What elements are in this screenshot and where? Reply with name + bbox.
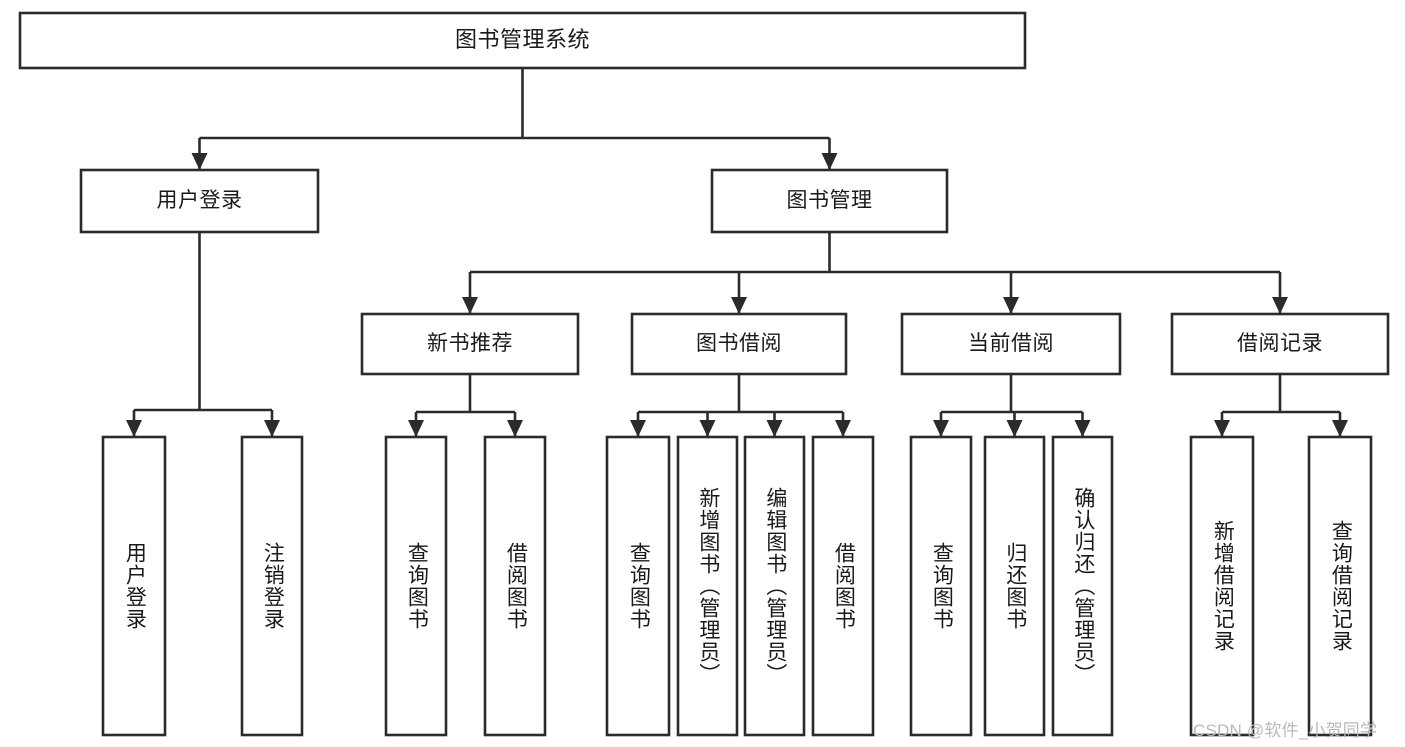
arrow-head-icon: [264, 420, 280, 437]
node-box-book-borrow[interactable]: [630, 312, 848, 376]
arrow-head-icon: [630, 420, 646, 437]
node-box-current-borrow[interactable]: [900, 312, 1122, 376]
node-box-book-manage[interactable]: [710, 168, 949, 234]
watermark-text: CSDN @软件_小贺同学: [1193, 721, 1378, 740]
arrow-head-icon: [507, 420, 523, 437]
connector-layer: [126, 68, 1348, 437]
node-box-leaf-return-book[interactable]: [983, 435, 1046, 737]
node-box-leaf-borrow-book-1[interactable]: [483, 435, 547, 737]
arrow-head-icon: [1332, 420, 1348, 437]
arrow-head-icon: [835, 420, 851, 437]
arrow-head-icon: [126, 420, 142, 437]
arrow-head-icon: [699, 420, 716, 437]
node-box-leaf-confirm-return[interactable]: [1051, 435, 1114, 737]
node-box-layer: [18, 11, 1390, 737]
arrow-head-icon: [191, 153, 208, 170]
node-box-leaf-borrow-book-2[interactable]: [811, 435, 875, 737]
arrow-head-icon: [1074, 420, 1091, 437]
node-box-leaf-query-book-2[interactable]: [605, 435, 671, 737]
arrow-head-icon: [1214, 420, 1230, 437]
arrow-head-icon: [462, 297, 478, 314]
node-box-leaf-query-record[interactable]: [1307, 435, 1373, 737]
node-box-leaf-add-record[interactable]: [1189, 435, 1255, 737]
node-box-borrow-record[interactable]: [1170, 312, 1390, 376]
arrow-head-icon: [821, 153, 838, 170]
node-box-leaf-query-book-3[interactable]: [909, 435, 973, 737]
node-box-leaf-add-book[interactable]: [676, 435, 739, 737]
node-box-leaf-user-logout[interactable]: [240, 435, 304, 737]
node-box-new-book-rec[interactable]: [360, 312, 580, 376]
node-box-leaf-query-book-1[interactable]: [384, 435, 448, 737]
arrow-head-icon: [731, 297, 747, 314]
arrow-head-icon: [1006, 420, 1023, 437]
arrow-head-icon: [1003, 297, 1019, 314]
arrow-head-icon: [933, 420, 949, 437]
node-box-user-login[interactable]: [79, 168, 320, 234]
node-box-root[interactable]: [18, 11, 1027, 70]
arrow-head-icon: [766, 420, 783, 437]
arrow-head-icon: [1272, 297, 1288, 314]
arrow-head-icon: [408, 420, 424, 437]
node-box-leaf-edit-book[interactable]: [743, 435, 806, 737]
node-box-leaf-user-login[interactable]: [101, 435, 167, 737]
